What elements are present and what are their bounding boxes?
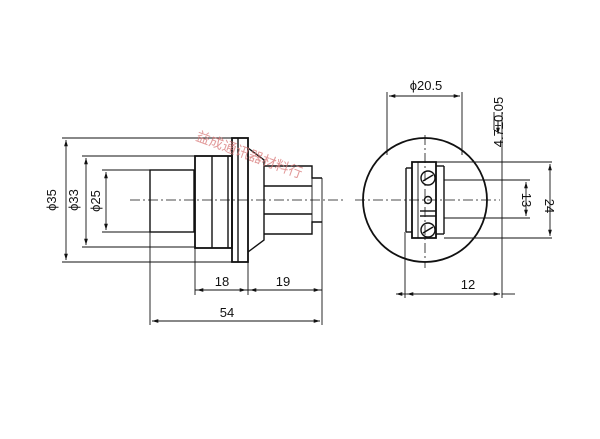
dim-outer-diameter-label: ϕ35 (44, 189, 59, 211)
dim-length-18-19: 18 19 (195, 274, 322, 292)
dim-total-length-label: 54 (220, 305, 234, 320)
dim-inner-diameter-label: ϕ25 (88, 190, 103, 212)
side-view: ϕ35 ϕ33 ϕ25 18 19 54 (44, 137, 345, 325)
side-view-body (62, 137, 345, 325)
dim-12-label: 12 (461, 277, 475, 292)
dim-tolerance-label: 4.7±0.05 (491, 97, 506, 148)
dim-inner-diameter: ϕ25 (88, 172, 108, 230)
bottom-terminal-screw-icon (420, 222, 436, 238)
dim-13: 13 (519, 182, 534, 216)
dim-total-length: 54 (152, 305, 320, 323)
front-view-body (355, 92, 552, 298)
dim-length-19-label: 19 (276, 274, 290, 289)
dim-flange-diameter-label: ϕ33 (66, 189, 81, 211)
center-pin-icon (423, 195, 433, 205)
dim-24: 24 (542, 164, 557, 236)
dim-tolerance: 4.7±0.05 (491, 97, 506, 148)
dim-outer-diameter: ϕ35 (44, 140, 68, 260)
front-view: ϕ20.5 4.7±0.05 13 24 12 (355, 78, 557, 298)
top-terminal-screw-icon (420, 170, 436, 186)
dim-12: 12 (396, 277, 515, 296)
dim-flange-diameter: ϕ33 (66, 158, 88, 245)
dim-face-diameter: ϕ20.5 (389, 78, 460, 98)
dim-face-diameter-label: ϕ20.5 (410, 78, 443, 93)
dim-length-18-label: 18 (215, 274, 229, 289)
dim-24-label: 24 (542, 199, 557, 213)
dim-13-label: 13 (519, 193, 534, 207)
